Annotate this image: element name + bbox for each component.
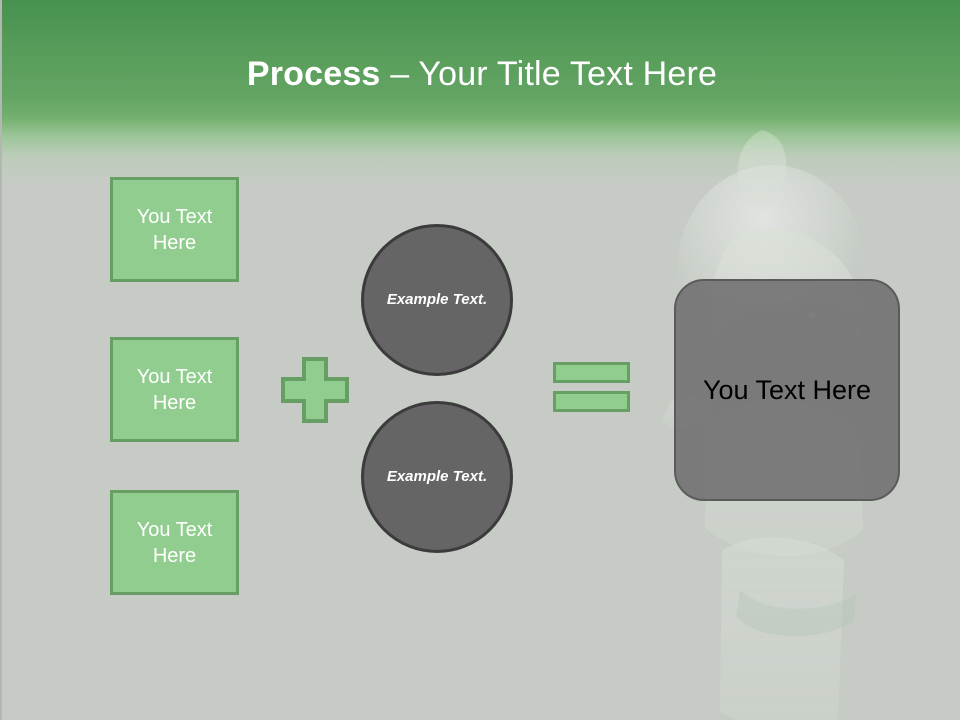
- process-circle-2-label: Example Text.: [386, 468, 488, 485]
- page-title-strong: Process: [246, 55, 381, 93]
- equals-sign-icon-bar-bottom: [553, 391, 630, 412]
- input-box-1[interactable]: You Text Here: [110, 177, 239, 282]
- input-box-1-label: You Text Here: [136, 205, 213, 254]
- equals-sign-icon-bar-top: [553, 362, 630, 383]
- input-box-3-label: You Text Here: [136, 518, 213, 567]
- input-box-2-label: You Text Here: [136, 365, 213, 414]
- plus-sign-icon: [280, 356, 350, 424]
- page-title-rest: – Your Title Text Here: [380, 55, 718, 93]
- process-circle-1[interactable]: Example Text.: [361, 224, 513, 376]
- result-box-label: You Text Here: [702, 375, 872, 405]
- page-title: Process – Your Title Text Here: [2, 52, 960, 96]
- process-circle-2[interactable]: Example Text.: [361, 401, 513, 553]
- input-box-2[interactable]: You Text Here: [110, 337, 239, 442]
- result-box[interactable]: You Text Here: [674, 279, 900, 501]
- input-box-3[interactable]: You Text Here: [110, 490, 239, 595]
- process-circle-1-label: Example Text.: [386, 291, 488, 308]
